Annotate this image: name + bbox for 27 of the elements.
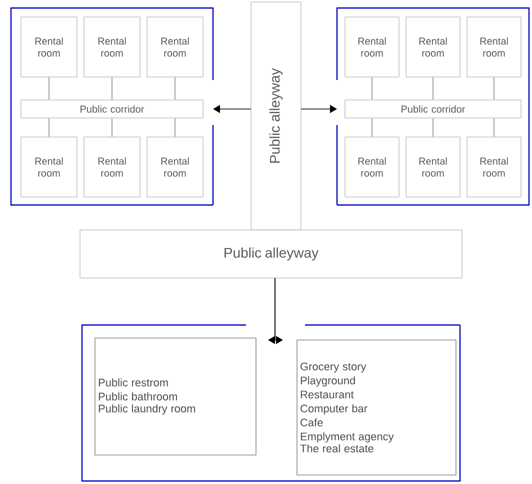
frame [10, 7, 214, 206]
connector-line [432, 76, 434, 100]
frame [336, 7, 530, 206]
room-box: Rental room [20, 16, 78, 78]
list-box: Grocery story Playground Restaurant Computer bar Cafe Emplyment agency The real estate [296, 340, 456, 476]
room-box: Rental room [466, 16, 522, 78]
corridor-box: Public corridor [20, 100, 204, 118]
corridor-box: Public corridor [344, 100, 522, 118]
alleyway-box: Public alleyway [80, 230, 462, 278]
frame [81, 324, 461, 482]
list-box: Public restrom Public bathroom Public laundry room [94, 338, 256, 456]
room-box: Rental room [344, 16, 400, 78]
room-box: Rental room [146, 16, 204, 78]
room-box: Rental room [406, 136, 460, 198]
room-box: Rental room [84, 136, 140, 198]
room-box: Rental room [466, 136, 522, 198]
room-box: Rental room [20, 136, 78, 198]
connector-line [174, 118, 176, 138]
room-box: Rental room [146, 136, 204, 198]
room-box: Rental room [406, 16, 460, 78]
connector-line [48, 76, 50, 100]
room-box: Rental room [344, 136, 400, 198]
connector-line [432, 118, 434, 138]
alleyway-box: Public alleyway [250, 2, 302, 230]
room-box: Rental room [84, 16, 140, 78]
connector-line [174, 76, 176, 100]
connector-line [48, 118, 50, 138]
